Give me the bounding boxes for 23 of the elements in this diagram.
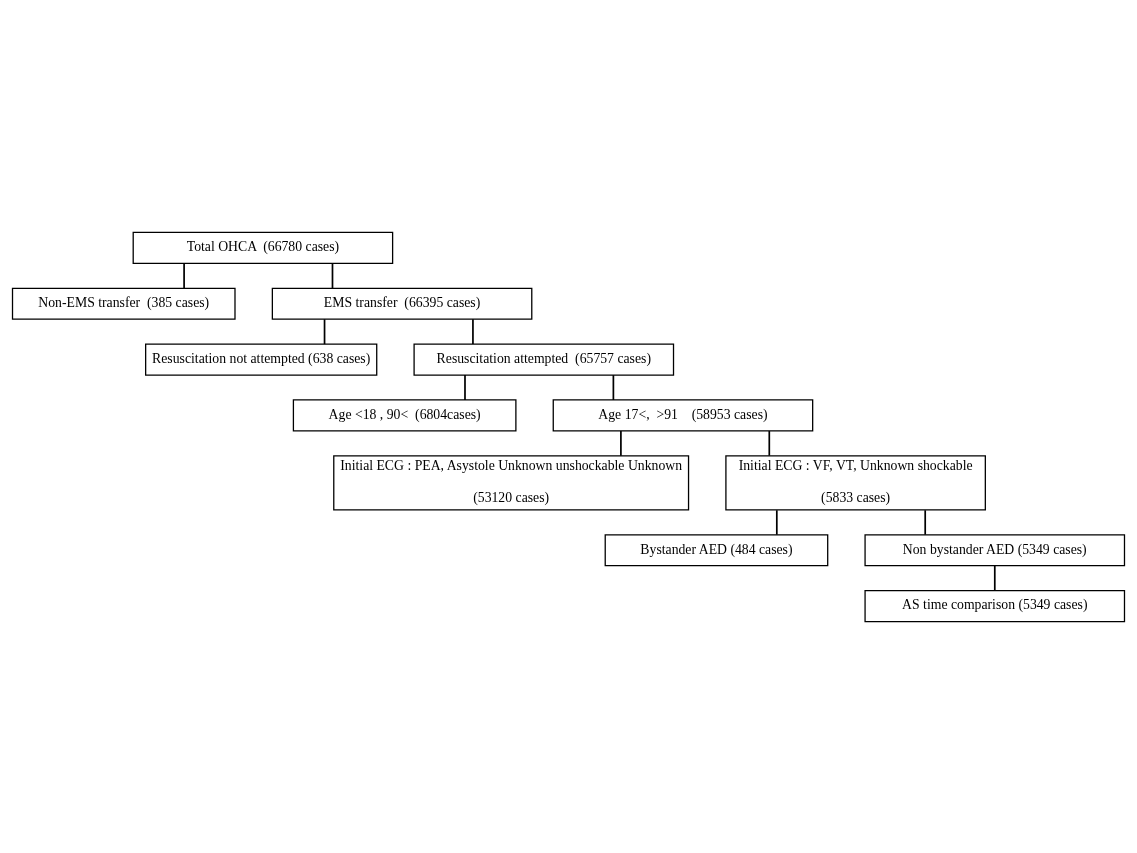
connector [183,262,185,289]
node-box: Age 17<, >91 (58953 cases) [552,398,814,431]
connector [620,429,622,456]
node-box: Non bystander AED (5349 cases) [864,533,1126,566]
node-box: Total OHCA (66780 cases) [132,231,394,264]
connector [472,317,474,345]
node-box: Non-EMS transfer (385 cases) [11,287,236,320]
connector [768,429,771,456]
node-box: EMS transfer (66395 cases) [271,287,533,320]
node-box: Resuscitation attempted (65757 cases) [413,342,675,376]
node-box: Age <18 , 90< (6804cases) [292,398,517,431]
connector [993,564,996,591]
node-box: Initial ECG : PEA, Asystole Unknown unshockable Unknown (53120 cases) [333,454,690,511]
connector [612,373,615,401]
node-box: AS time comparison (5349 cases) [864,589,1126,622]
connector [331,262,334,289]
connector [924,508,927,536]
connector [323,317,326,345]
connector [775,508,778,536]
node-box: Resuscitation not attempted (638 cases) [145,342,378,376]
connector [464,373,466,401]
node-box: Initial ECG : VF, VT, Unknown shockable (5833 cases) [725,454,986,511]
node-box: Bystander AED (484 cases) [604,533,829,566]
